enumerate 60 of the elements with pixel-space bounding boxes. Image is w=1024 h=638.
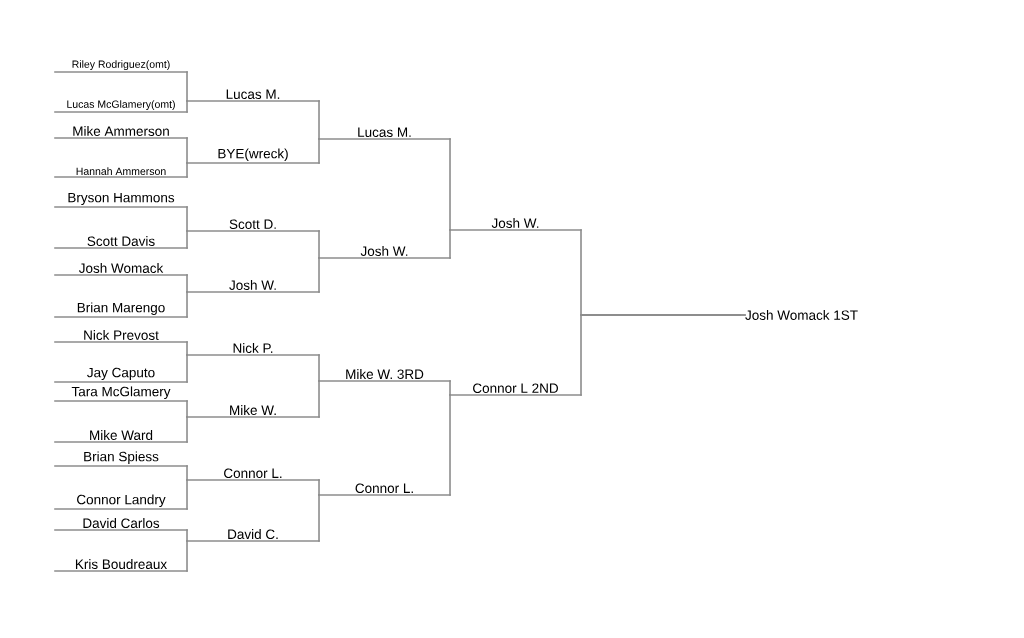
bracket-line xyxy=(186,291,188,318)
bracket-line xyxy=(186,540,188,572)
bracket-slot: David C. xyxy=(186,529,320,542)
bracket-line xyxy=(186,230,188,249)
bracket-line xyxy=(449,394,451,496)
bracket-line xyxy=(186,206,188,232)
bracket-line xyxy=(318,354,320,382)
bracket-slot: Riley Rodriguez(omt) xyxy=(54,60,188,73)
bracket-slot: Brian Marengo xyxy=(54,302,188,318)
bracket-line xyxy=(186,341,188,356)
bracket-line xyxy=(449,229,451,259)
bracket-slot: Mike Ammerson xyxy=(54,126,188,139)
bracket-slot: Scott Davis xyxy=(54,236,188,249)
bracket-slot: Bryson Hammons xyxy=(54,192,188,208)
bracket-line xyxy=(449,138,451,231)
bracket-slot: Tara McGlamery xyxy=(54,386,188,402)
bracket-line xyxy=(318,138,320,164)
bracket-slot: Mike Ward xyxy=(54,430,188,443)
bracket-line xyxy=(580,314,746,396)
bracket-line xyxy=(186,100,188,113)
bracket-slot: Hannah Ammerson xyxy=(54,167,188,178)
bracket-slot: Connor L. xyxy=(318,483,451,496)
bracket-slot: Mike W. 3RD xyxy=(318,369,451,382)
bracket-slot: Josh W. xyxy=(318,246,451,259)
bracket-line xyxy=(186,137,188,164)
bracket-slot: Connor L. xyxy=(186,468,320,481)
bracket-line xyxy=(186,71,188,102)
bracket-line xyxy=(186,529,188,542)
bracket-line xyxy=(318,257,320,293)
bracket-slot: Lucas M. xyxy=(186,89,320,102)
bracket-slot: David Carlos xyxy=(54,518,188,531)
bracket-line xyxy=(318,479,320,496)
bracket-line xyxy=(186,274,188,293)
bracket-line xyxy=(186,354,188,383)
bracket-slot: Connor L 2ND xyxy=(449,383,582,396)
bracket-slot: Brian Spiess xyxy=(54,451,188,467)
bracket-slot: Nick P. xyxy=(186,343,320,356)
bracket-slot: Josh W. xyxy=(449,218,582,231)
bracket-line xyxy=(318,380,320,418)
node-label: Josh Womack 1ST xyxy=(745,310,858,320)
bracket-line xyxy=(449,380,451,396)
bracket-slot: BYE(wreck) xyxy=(186,148,320,164)
bracket-slot: Scott D. xyxy=(186,219,320,232)
bracket-slot: Connor Landry xyxy=(54,494,188,510)
bracket-line xyxy=(186,416,188,443)
bracket-line xyxy=(318,494,320,542)
bracket-line xyxy=(186,162,188,178)
bracket-line xyxy=(186,465,188,481)
bracket-slot: Jay Caputo xyxy=(54,367,188,383)
bracket-slot: Lucas McGlamery(omt) xyxy=(54,100,188,113)
bracket-line xyxy=(186,400,188,418)
bracket-line xyxy=(318,230,320,259)
bracket-slot: Nick Prevost xyxy=(54,330,188,343)
bracket-line xyxy=(318,100,320,140)
bracket-slot: Lucas M. xyxy=(318,127,451,140)
bracket-slot: Josh W. xyxy=(186,280,320,293)
bracket-slot: Josh Womack xyxy=(54,263,188,276)
bracket-line xyxy=(186,479,188,510)
bracket-slot: Mike W. xyxy=(186,405,320,418)
bracket-slot: Kris Boudreaux xyxy=(54,559,188,572)
